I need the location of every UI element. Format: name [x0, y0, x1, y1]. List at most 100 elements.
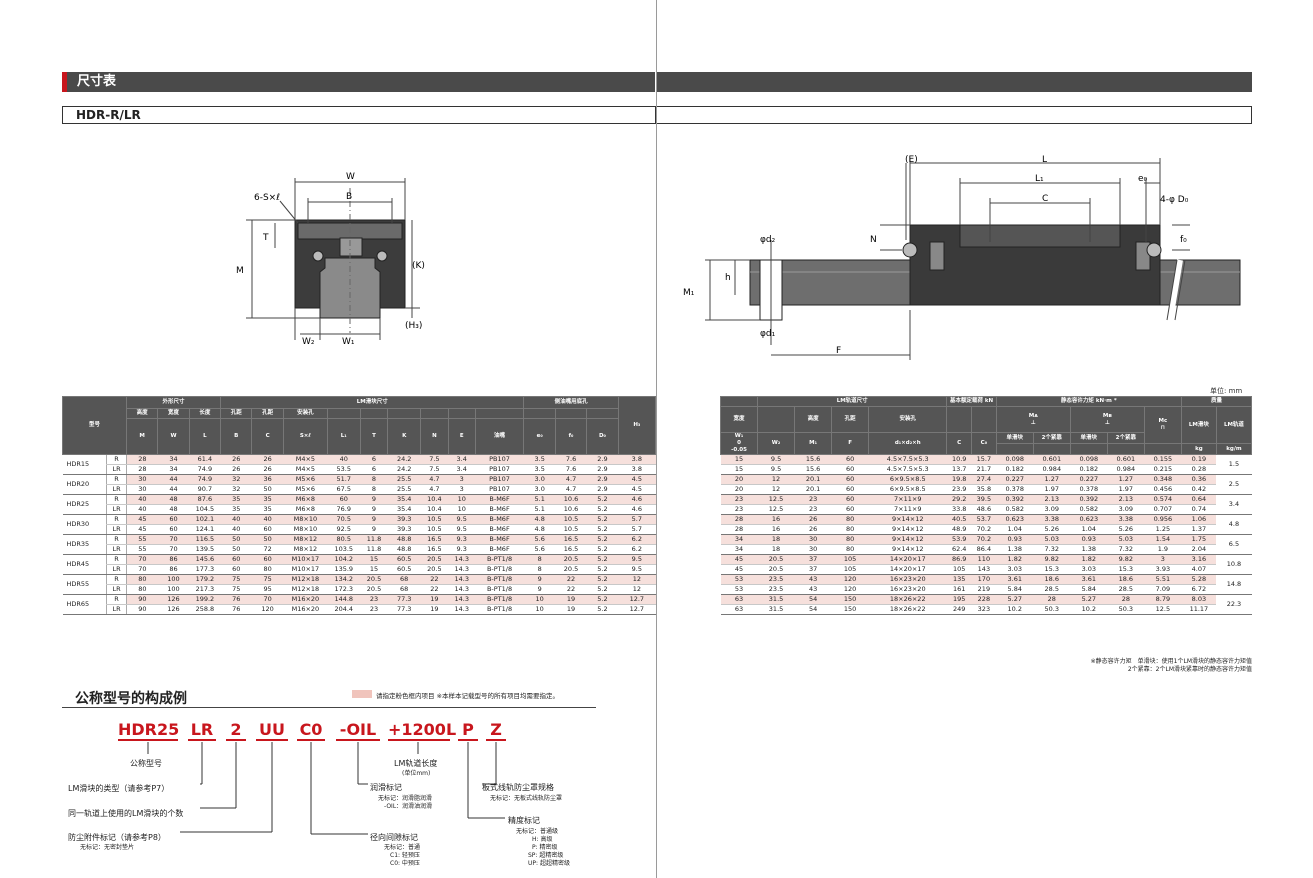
cell-type: R — [106, 554, 127, 565]
table-cell: 4.5 — [618, 484, 656, 495]
table-cell: 16.5 — [420, 544, 449, 555]
table-cell: 12.7 — [618, 594, 656, 605]
series-title: HDR-R/LR — [76, 108, 141, 122]
col-c: C — [251, 418, 284, 455]
table-cell: 177.3 — [189, 564, 221, 575]
table-cell: 25.5 — [387, 474, 421, 485]
table-cell: 50 — [220, 544, 252, 555]
desc-accuracy: 精度标记 — [508, 816, 540, 825]
table-cell: 3 — [448, 484, 476, 495]
table-cell: 2.13 — [1033, 494, 1071, 505]
table-cell: 179.2 — [189, 574, 221, 585]
table-cell: 5.7 — [618, 524, 656, 535]
table-cell: 32 — [220, 474, 252, 485]
table-cell: 4.5×7.5×5.3 — [868, 454, 947, 465]
table-cell: PB107 — [475, 454, 524, 465]
table-cell: 4.7 — [555, 484, 587, 495]
group-moment: 静态容许力矩 kN·m * — [995, 396, 1182, 407]
dim-f0-label: f₀ — [1180, 235, 1187, 245]
table-cell: 31.5 — [757, 604, 795, 615]
table-cell: 5.6 — [523, 534, 556, 545]
cell-type: LR — [106, 504, 127, 515]
table-cell: 22 — [420, 574, 449, 585]
table-cell: 35 — [220, 494, 252, 505]
col-f0: f₀ — [554, 418, 588, 455]
desc-lube-2: -OIL：润滑油润滑 — [384, 803, 433, 810]
table-cell: PB107 — [475, 464, 524, 475]
table-cell: 0.574 — [1144, 494, 1182, 505]
w1-tol-b: -0.05 — [731, 447, 747, 453]
table-cell: 32 — [220, 484, 252, 495]
table-cell: 45 — [126, 514, 158, 525]
table-cell: 53 — [720, 584, 758, 595]
table-cell: 7.6 — [555, 454, 587, 465]
table-cell: 15 — [720, 454, 758, 465]
col-d: d₁×d₂×h — [868, 432, 948, 455]
table-cell: 3.09 — [1107, 504, 1145, 515]
table-cell: 5.03 — [1033, 534, 1071, 545]
cell-type: R — [106, 574, 127, 585]
table-cell: B-M6F — [475, 544, 524, 555]
table-cell: 76 — [220, 604, 252, 615]
dim-w1-label: W₁ — [342, 337, 355, 346]
table-cell: 3.0 — [523, 484, 556, 495]
table-cell: 90 — [126, 604, 158, 615]
sub-mount: 安装孔 — [282, 408, 328, 419]
table-cell: 7.6 — [555, 464, 587, 475]
cell-model: HDR30 — [62, 514, 107, 535]
cell-model: HDR65 — [62, 594, 107, 615]
table-cell: 14.3 — [448, 594, 476, 605]
table-cell: 50.3 — [1033, 604, 1071, 615]
table-cell: 6.2 — [618, 544, 656, 555]
table-cell: 29.2 — [946, 494, 972, 505]
w1-label: W₁ — [734, 433, 744, 439]
table-cell: 68 — [387, 584, 421, 595]
table-cell: 30 — [794, 544, 832, 555]
table-cell: 40 — [220, 524, 252, 535]
table-cell: 3.03 — [1070, 564, 1108, 575]
cell-type: LR — [106, 484, 127, 495]
table-cell: 14.3 — [448, 584, 476, 595]
table-cell: 100 — [157, 584, 190, 595]
table-cell: 18.6 — [1107, 574, 1145, 585]
table-cell: 1.04 — [996, 524, 1034, 535]
col-n: N — [419, 418, 449, 455]
table-cell: M8×10 — [283, 524, 328, 535]
dim-e-label: (E) — [905, 155, 918, 165]
cell-type: LR — [106, 604, 127, 615]
table-cell: 258.8 — [189, 604, 221, 615]
table-cell: 24.2 — [387, 464, 421, 475]
table-cell: 26 — [251, 454, 284, 465]
table-cell: 5.03 — [1107, 534, 1145, 545]
table-cell: 3.38 — [1107, 514, 1145, 525]
cell-rail-mass: 14.8 — [1216, 574, 1252, 595]
table-cell: 7×11×9 — [868, 494, 947, 505]
table-cell: 249 — [946, 604, 972, 615]
table-cell: 6.2 — [618, 534, 656, 545]
table-cell: 0.098 — [1070, 454, 1108, 465]
table-cell: 9 — [360, 504, 388, 515]
table-cell: 39.5 — [971, 494, 997, 505]
table-cell: 75 — [251, 574, 284, 585]
code-lube: -OIL — [336, 719, 380, 741]
code-cover: Z — [486, 719, 506, 741]
table-cell: 60 — [831, 464, 869, 475]
desc-acc-5: UP: 超超精密级 — [528, 860, 570, 867]
table-cell: B-PT1/8 — [475, 564, 524, 575]
cell-model: HDR45 — [62, 554, 107, 575]
table-cell: 161 — [946, 584, 972, 595]
table-cell: 40 — [251, 514, 284, 525]
table-cell: 26 — [794, 514, 832, 525]
table-cell: 60 — [251, 554, 284, 565]
table-cell: 134.2 — [327, 574, 361, 585]
table-cell: 105 — [946, 564, 972, 575]
table-cell: 80 — [831, 514, 869, 525]
table-cell: 6 — [360, 454, 388, 465]
desc-model: 公称型号 — [130, 759, 162, 768]
